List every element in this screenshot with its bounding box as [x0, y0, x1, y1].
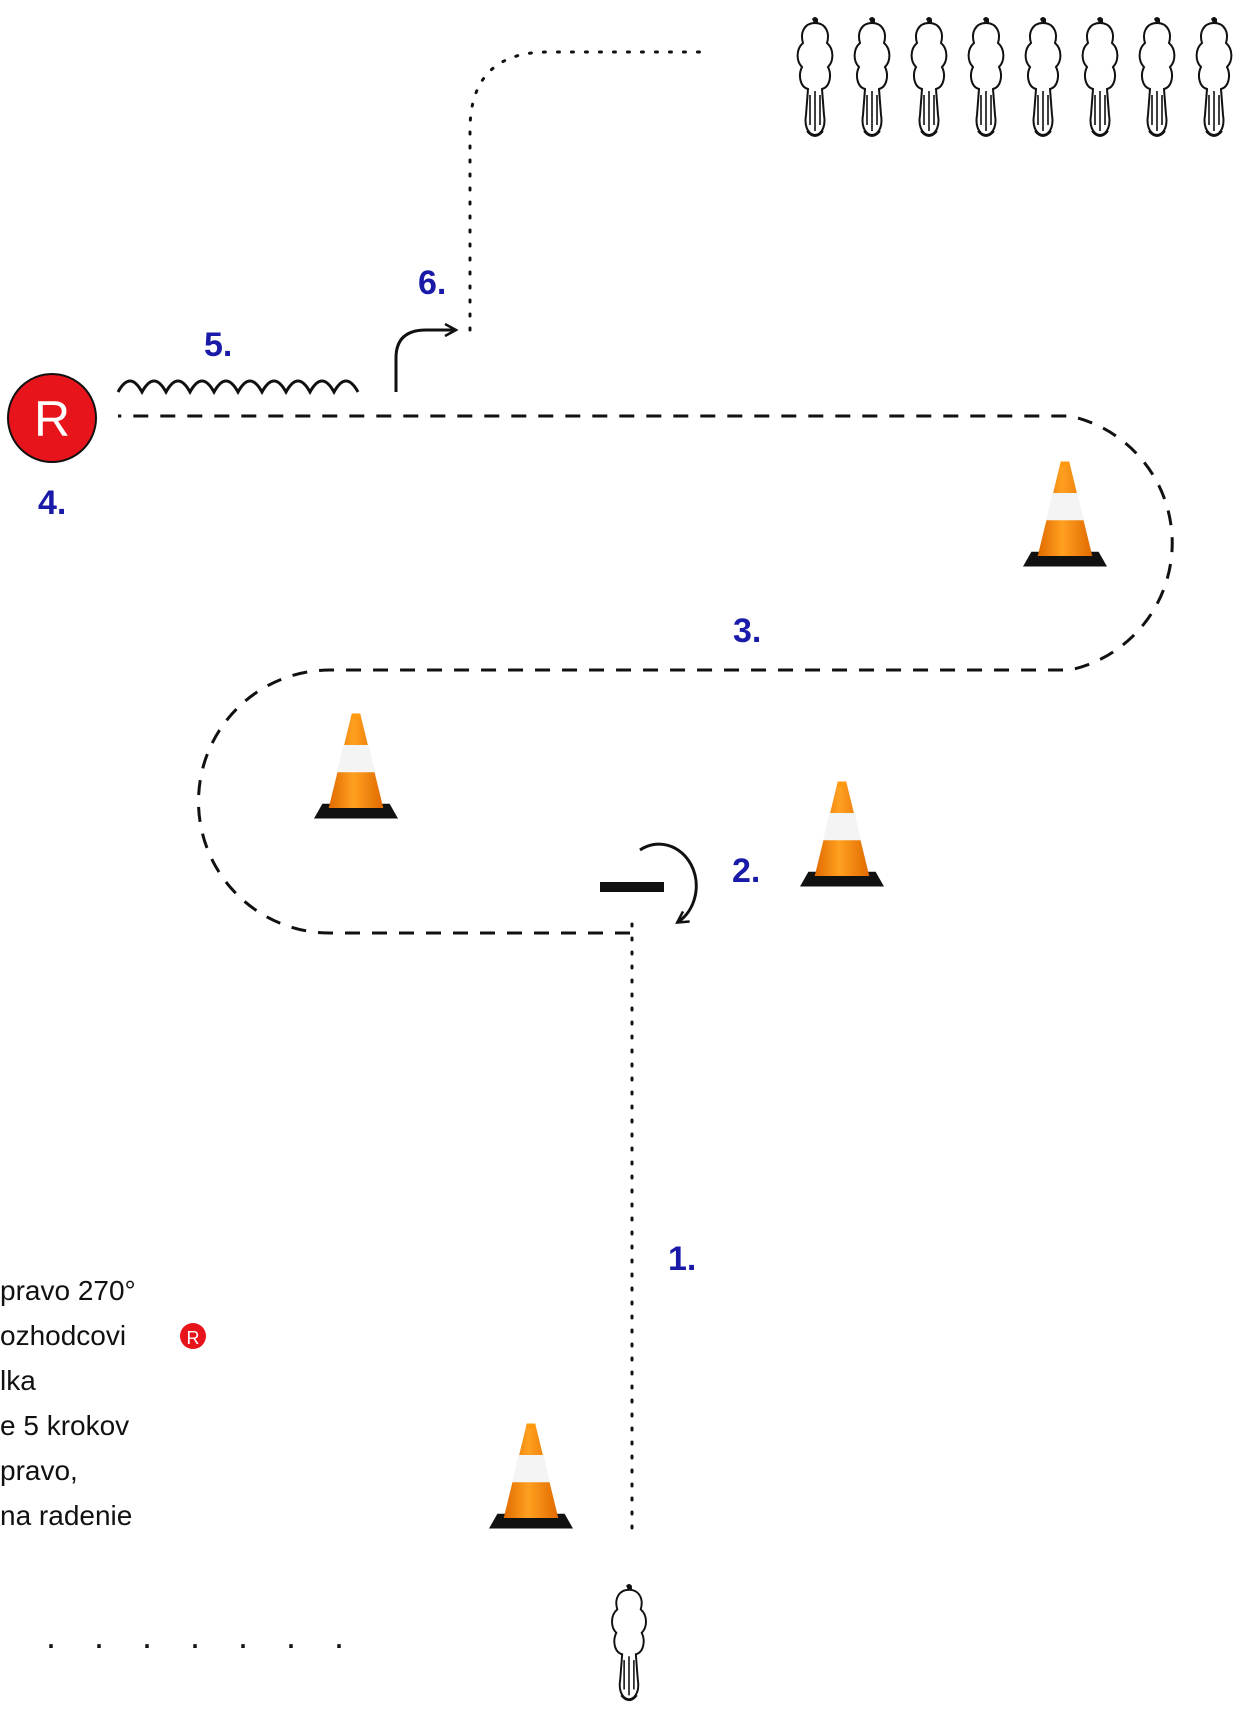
waiting-dog [910, 15, 948, 138]
legend-line-2: ozhodcovi [0, 1320, 126, 1351]
path-step-3 [118, 414, 1174, 935]
referee-marker-letter: R [34, 391, 70, 447]
legend-line-1: pravo 270° [0, 1275, 136, 1306]
cone [1023, 461, 1107, 567]
cone [489, 1423, 573, 1529]
legend-referee-icon [180, 1323, 206, 1349]
legend-line-4: e 5 krokov [0, 1410, 129, 1441]
start-dog [610, 1582, 648, 1702]
step-number-3: 3. [733, 612, 761, 650]
step-number-2: 2. [732, 852, 760, 890]
step-number-5: 5. [204, 326, 232, 364]
cone [800, 781, 884, 887]
step-number-6: 6. [418, 264, 446, 302]
footer-dots: . . . . . . . [46, 1615, 358, 1656]
waiting-dog [796, 15, 834, 138]
waiting-dog [1195, 15, 1233, 138]
legend-line-5: pravo, [0, 1455, 78, 1486]
waiting-dog [1138, 15, 1176, 138]
legend-line-6: na radenie [0, 1500, 132, 1531]
legend-referee-icon-letter: R [187, 1328, 200, 1348]
waiting-dog [853, 15, 891, 138]
referee-marker: R [7, 373, 97, 463]
dog-row [796, 15, 1233, 138]
turn-270-arrow [639, 842, 698, 922]
waiting-dog [967, 15, 1005, 138]
cone [314, 713, 398, 819]
path-step-6 [468, 50, 707, 332]
stop-bar [600, 882, 664, 892]
waiting-dog [1024, 15, 1062, 138]
waiting-dog [1081, 15, 1119, 138]
path-step-5-wave [116, 379, 360, 396]
legend-line-3: lka [0, 1365, 36, 1396]
step-number-4: 4. [38, 484, 66, 522]
legend: pravo 270° ozhodcovi R lka e 5 krokov pr… [0, 1275, 206, 1531]
step-number-1: 1. [668, 1240, 696, 1278]
path-step-5-arrow [394, 330, 455, 392]
